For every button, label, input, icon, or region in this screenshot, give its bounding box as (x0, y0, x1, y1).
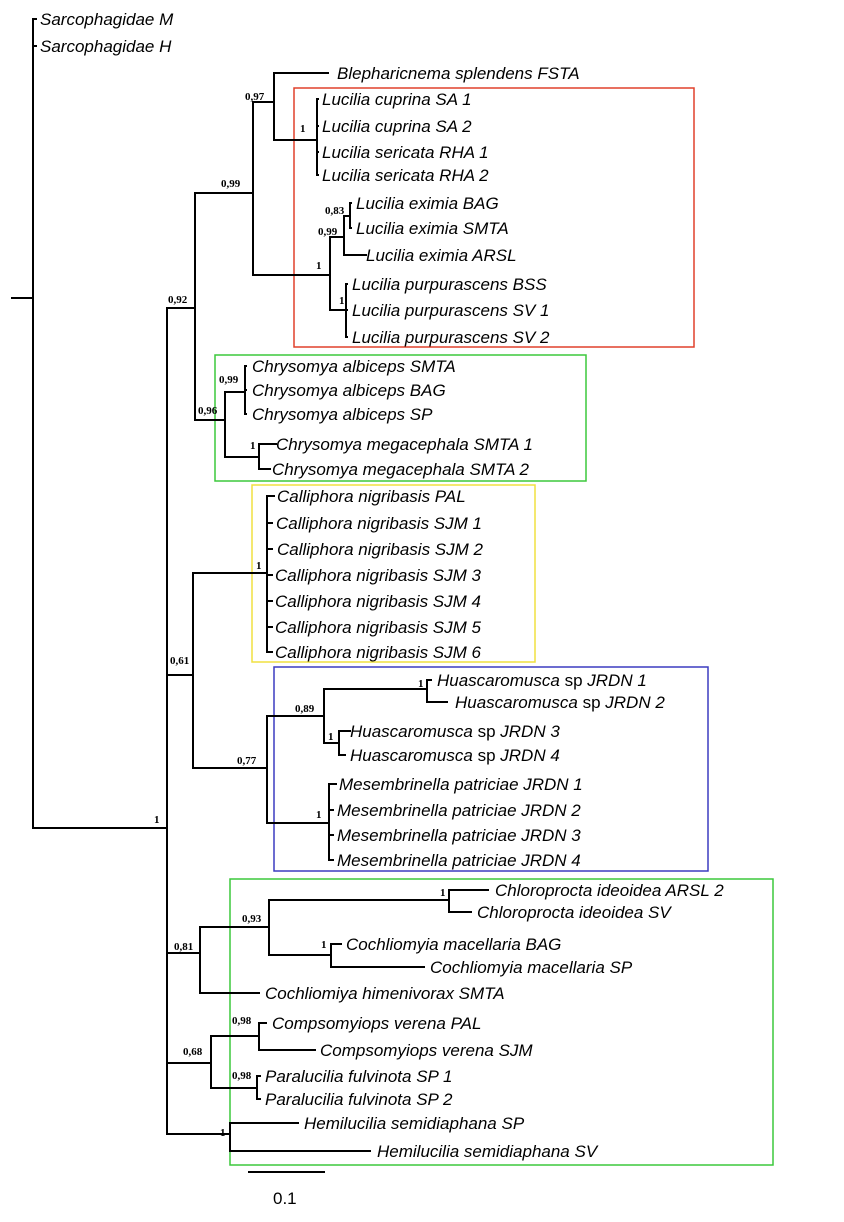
support-value: 1 (154, 814, 160, 826)
mesembrinellinae-clade-box (273, 666, 709, 872)
support-value: 1 (256, 560, 262, 572)
support-value: 0,99 (221, 178, 241, 190)
support-value: 1 (339, 295, 345, 307)
tip-label: Chrysomya albiceps SP (252, 405, 433, 424)
support-value: 1 (316, 809, 322, 821)
tip-label: Sarcophagidae H (40, 37, 172, 56)
support-value: 1 (300, 123, 306, 135)
tip-label: Calliphora nigribasis SJM 2 (277, 540, 484, 559)
tip-label: Calliphora nigribasis SJM 5 (275, 618, 482, 637)
tip-label: Calliphora nigribasis PAL (277, 487, 466, 506)
support-value: 1 (328, 731, 334, 743)
lower-clade-box (229, 878, 774, 1166)
tip-label: Sarcophagidae M (40, 10, 174, 29)
tip-label: Hemilucilia semidiaphana SP (304, 1114, 525, 1133)
support-value: 0,93 (242, 913, 262, 925)
tip-label: Lucilia eximia BAG (356, 194, 499, 213)
scale-bar-label: 0.1 (273, 1189, 297, 1208)
tip-label: Chrysomya albiceps SMTA (252, 357, 456, 376)
tip-label: Lucilia eximia SMTA (356, 219, 509, 238)
tip-label: Lucilia cuprina SA 1 (322, 90, 472, 109)
support-value: 0,96 (198, 405, 218, 417)
tip-label: Chrysomya megacephala SMTA 1 (276, 435, 533, 454)
support-value: 0,83 (325, 205, 345, 217)
support-value: 0,97 (245, 91, 265, 103)
support-value: 0,92 (168, 294, 188, 306)
tip-label: Cochliomyia macellaria BAG (346, 935, 561, 954)
tip-label: Mesembrinella patriciae JRDN 1 (339, 775, 583, 794)
tip-label: Calliphora nigribasis SJM 3 (275, 566, 482, 585)
tip-label: Cochliomyia macellaria SP (430, 958, 633, 977)
support-value: 0,81 (174, 941, 193, 953)
tip-label: Paralucilia fulvinota SP 1 (265, 1067, 452, 1086)
tip-label: Chrysomya albiceps BAG (252, 381, 446, 400)
tip-labels: Sarcophagidae M Sarcophagidae H Blephari… (40, 10, 724, 1161)
tip-label: Lucilia purpurascens BSS (352, 275, 547, 294)
support-value: 1 (418, 678, 424, 690)
support-value: 1 (316, 260, 322, 272)
tip-label: Huascaromusca sp JRDN 1 (437, 671, 647, 690)
tip-label: Compsomyiops verena SJM (320, 1041, 533, 1060)
tip-label: Mesembrinella patriciae JRDN 3 (337, 826, 581, 845)
support-value: 0,98 (232, 1070, 252, 1082)
support-value: 0,61 (170, 655, 189, 667)
support-value: 0,98 (232, 1015, 252, 1027)
tree-branches (11, 18, 489, 1152)
scale-bar: 0.1 (248, 1171, 325, 1208)
tip-label: Lucilia eximia ARSL (366, 246, 517, 265)
support-value: 1 (440, 887, 446, 899)
tip-label: Chloroprocta ideoidea ARSL 2 (495, 881, 724, 900)
tip-label: Cochliomiya himenivorax SMTA (265, 984, 505, 1003)
tip-label: Compsomyiops verena PAL (272, 1014, 481, 1033)
tip-label: Calliphora nigribasis SJM 1 (276, 514, 482, 533)
support-value: 0,89 (295, 703, 315, 715)
tip-label: Calliphora nigribasis SJM 4 (275, 592, 481, 611)
tip-label: Chrysomya megacephala SMTA 2 (272, 460, 530, 479)
tip-label: Lucilia sericata RHA 1 (322, 143, 489, 162)
support-value: 1 (220, 1127, 226, 1139)
support-value: 0,99 (318, 226, 338, 238)
tip-label: Lucilia sericata RHA 2 (322, 166, 489, 185)
support-value: 0,99 (219, 374, 239, 386)
tip-label: Mesembrinella patriciae JRDN 4 (337, 851, 581, 870)
support-value: 1 (250, 440, 256, 452)
support-value: 0,68 (183, 1046, 203, 1058)
lucilia-clade-box (293, 87, 695, 348)
chrysomya-clade-box (214, 354, 587, 482)
tip-label: Lucilia cuprina SA 2 (322, 117, 472, 136)
support-values: 1 0,92 0,99 0,97 1 1 0,99 0,83 1 0,96 0,… (154, 91, 446, 1139)
support-value: 0,77 (237, 755, 257, 767)
tip-label: Hemilucilia semidiaphana SV (377, 1142, 599, 1161)
tip-label: Huascaromusca sp JRDN 3 (350, 722, 560, 741)
tip-label: Calliphora nigribasis SJM 6 (275, 643, 482, 662)
tip-label: Lucilia purpurascens SV 2 (352, 328, 550, 347)
tip-label: Lucilia purpurascens SV 1 (352, 301, 550, 320)
tip-label: Mesembrinella patriciae JRDN 2 (337, 801, 581, 820)
tip-label: Chloroprocta ideoidea SV (477, 903, 672, 922)
tip-label: Huascaromusca sp JRDN 4 (350, 746, 560, 765)
tip-label: Blepharicnema splendens FSTA (337, 64, 580, 83)
tip-label: Paralucilia fulvinota SP 2 (265, 1090, 453, 1109)
tip-label: Huascaromusca sp JRDN 2 (455, 693, 665, 712)
support-value: 1 (321, 939, 327, 951)
